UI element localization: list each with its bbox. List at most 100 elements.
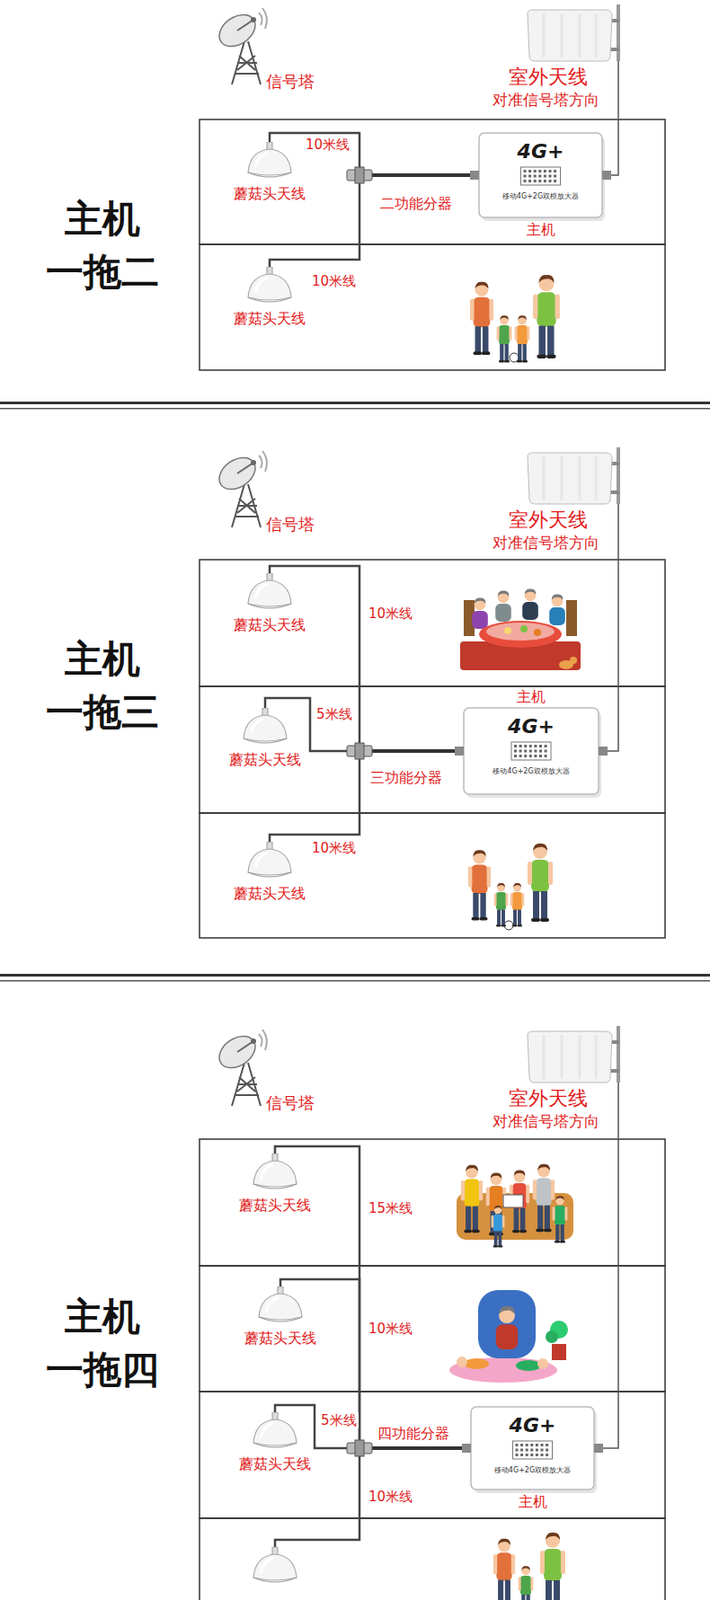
tower-icon-part [237,19,254,31]
tower-icon-part [258,451,267,472]
host-label: 移动4G+2G双模放大器 [502,192,579,202]
split-node: 四功能分器 [346,1440,373,1457]
cable [269,759,360,843]
host-label: 4G+ [517,140,565,164]
family-figure-part [532,275,560,359]
mush-icon-part [248,842,292,878]
tower-icon-part [213,8,261,54]
grandma-scene-part [551,1344,567,1361]
host-icon-part [528,179,532,183]
mush-node: 蘑菇头天线 [239,708,291,748]
split-icon [346,1440,373,1457]
antenna-icon-part [616,4,621,62]
family-figure-part [493,1539,515,1600]
tower-label: 信号塔 [266,514,315,535]
host-icon-part [519,750,523,754]
room-walls-part [199,1139,666,1267]
tower-node: 信号塔 [212,1027,270,1109]
host-icon-part [549,179,552,183]
tower-icon-part [231,41,261,85]
antenna-label: 对准信号塔方向 [492,1112,600,1131]
antenna-icon-part [543,1035,596,1080]
family-figure-part [527,843,553,923]
host-icon-part [535,1449,539,1453]
host-icon-part [544,754,548,758]
host-icon-part [479,133,603,218]
dinner-scene-part [533,629,542,637]
dinner-scene-part [569,656,577,665]
host-icon-part [530,1449,533,1453]
family-figure [470,275,560,363]
host-icon-part [535,1454,539,1457]
mush-node: 蘑菇头天线 [244,142,295,182]
tower-icon-part [231,484,261,528]
cable-length: 10米线 [366,605,415,622]
host-icon-part [535,1444,539,1447]
grandma-scene [449,1290,568,1384]
host-icon-part [523,754,527,758]
tower-icon-part [250,460,257,466]
mush-label: 蘑菇头天线 [239,1197,311,1215]
tower-icon-part [231,1063,261,1107]
host-icon-part [533,750,537,754]
antenna-label: 对准信号塔方向 [492,90,600,109]
dinner-scene-part [479,621,562,648]
split-icon-part [355,167,364,184]
host-icon-part [520,1449,524,1453]
tower-icon-part [213,1029,261,1075]
tower-icon-part [250,17,257,23]
room-walls-part [199,119,666,245]
family-figure-part [540,1533,566,1600]
tower-icon-part [213,451,261,497]
mush-node: 蘑菇头天线 [249,1412,301,1453]
antenna-node: 室外天线对准信号塔方向 [525,1031,623,1083]
antenna-label: 室外天线 [508,1087,588,1111]
host-label: 主机 [514,688,549,706]
tower-icon [212,5,270,87]
antenna-icon-part [616,447,621,505]
room-walls-part [199,686,666,814]
host-icon-part [543,175,547,178]
host-icon-part [549,169,552,173]
antenna-icon-part [616,1026,621,1083]
mush-node: 蘑菇头天线 [244,842,295,882]
host-icon-part [544,745,548,748]
mush-node: 蘑菇头天线 [244,573,295,613]
mush-label: 蘑菇头天线 [233,616,306,634]
antenna-icon-part [527,452,613,505]
host-node: 主机4G+移动4G+2G双模放大器 [463,708,599,795]
antenna-icon-part [543,13,596,58]
section-divider-part [0,974,710,977]
host-icon-part [549,175,552,178]
dinner-scene-part [522,589,539,621]
cable-length: 10米线 [310,273,358,290]
family-figure-part [518,1566,534,1600]
host-label: 4G+ [507,715,555,739]
grandma-scene-part [545,1331,559,1344]
tower-icon-part [258,8,267,29]
host-icon-part [470,170,480,180]
host-icon-part [523,169,527,173]
host-icon-part [543,169,547,173]
host-icon-part [520,1444,524,1447]
split-node: 二功能分器 [346,167,373,184]
dinner-scene-part [471,598,489,630]
room-walls-part [199,1266,666,1393]
host-icon-part [523,750,527,754]
big-family-scene-part [461,1165,483,1234]
split-icon-part [355,743,364,760]
mush-icon-part [248,142,292,178]
host-icon-part [545,1444,549,1447]
grandma-scene-part [496,1306,518,1350]
host-icon-part [533,754,537,758]
big-family-scene-part [503,1195,524,1208]
host-icon-part [515,1444,519,1447]
host-icon-part [530,1444,533,1447]
section-divider-part [0,401,710,405]
dinner-scene-part [495,591,512,622]
antenna-label: 对准信号塔方向 [492,533,600,552]
tower-icon-part [237,1041,254,1053]
split-label: 四功能分器 [377,1425,450,1443]
host-icon-part [539,745,542,748]
host-icon-part [454,746,464,756]
